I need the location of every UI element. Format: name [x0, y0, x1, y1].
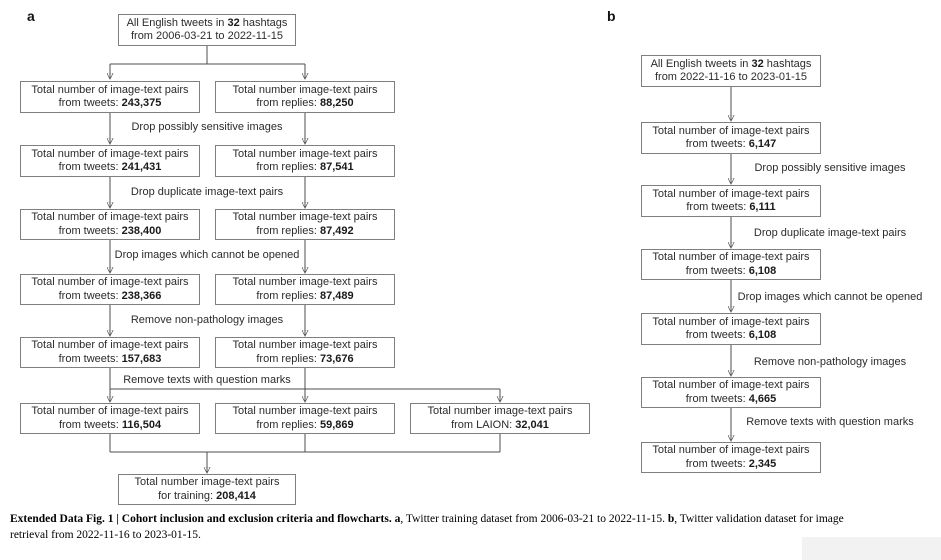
step-label-b-4: Remove non-pathology images — [753, 356, 907, 368]
box-line1: Total number of image-text pairs — [31, 211, 189, 223]
step-label-a-4: Remove non-pathology images — [130, 314, 284, 326]
box-line2: for training: 208,414 — [158, 489, 256, 502]
box-line1: Total number of image-text pairs — [652, 187, 810, 200]
box-line2: from tweets: 243,375 — [58, 97, 162, 109]
box-line1: All English tweets in 32 hashtags — [126, 16, 288, 29]
box-line2: from replies: 87,489 — [256, 289, 354, 302]
box-line2: from 2022-11-16 to 2023-01-15 — [654, 71, 808, 83]
box-line1: Total number image-text pairs — [134, 476, 280, 488]
caption-b-label: b — [667, 513, 675, 525]
box-line1: Total number image-text pairs — [232, 405, 378, 417]
step-label-a-3: Drop images which cannot be opened — [114, 249, 300, 261]
box-line1: Total number image-text pairs — [232, 211, 378, 223]
box-line2: from tweets: 116,504 — [58, 418, 162, 431]
box-line1: Total number of image-text pairs — [31, 147, 189, 160]
flow-box-a-tweets-3: Total number of image-text pairs from tw… — [20, 209, 200, 240]
step-label-a-1: Drop possibly sensitive images — [131, 121, 283, 133]
box-line2: from tweets: 2,345 — [685, 457, 777, 470]
box-line1: Total number image-text pairs — [232, 83, 378, 96]
flow-box-b-tweets-5: Total number of image-text pairs from tw… — [641, 377, 821, 408]
box-line2: from tweets: 6,111 — [686, 201, 776, 213]
box-line2: from replies: 59,869 — [256, 418, 354, 431]
box-line2: from tweets: 6,147 — [685, 138, 777, 150]
caption-a-label: a — [394, 513, 401, 525]
flow-box-b-tweets-1: Total number of image-text pairs from tw… — [641, 122, 821, 154]
box-line2: from replies: 87,541 — [256, 161, 354, 173]
box-line1: Total number of image-text pairs — [652, 251, 810, 263]
box-line2: from tweets: 6,108 — [685, 329, 777, 341]
box-line2: from replies: 73,676 — [256, 352, 354, 365]
box-line1: Total number of image-text pairs — [652, 379, 810, 391]
step-label-a-2: Drop duplicate image-text pairs — [130, 186, 284, 198]
box-line1: Total number of image-text pairs — [652, 124, 810, 137]
caption-b-text: , Twitter validation dataset for image r… — [10, 513, 844, 541]
box-line2: from tweets: 238,366 — [58, 289, 162, 302]
box-line1: Total number of image-text pairs — [31, 405, 189, 417]
box-line2: from replies: 87,492 — [256, 224, 354, 237]
box-line1: Total number of image-text pairs — [31, 339, 189, 351]
flow-box-a-tweets-4: Total number of image-text pairs from tw… — [20, 274, 200, 305]
flow-box-a-replies-2: Total number image-text pairs from repli… — [215, 145, 395, 177]
box-line1: Total number image-text pairs — [232, 147, 378, 160]
flow-box-a-tweets-1: Total number of image-text pairs from tw… — [20, 81, 200, 113]
box-line1: Total number image-text pairs — [232, 276, 378, 288]
box-line1: All English tweets in 32 hashtags — [650, 57, 812, 70]
flow-box-a-replies-5: Total number image-text pairs from repli… — [215, 337, 395, 368]
flow-box-b-source: All English tweets in 32 hashtags from 2… — [641, 55, 821, 87]
box-line2: from tweets: 157,683 — [58, 352, 162, 365]
box-line1: Total number of image-text pairs — [31, 83, 189, 96]
caption-a-text: , Twitter training dataset from 2006-03-… — [400, 513, 668, 525]
flow-box-a-replies-4: Total number image-text pairs from repli… — [215, 274, 395, 305]
flow-box-a-replies-3: Total number image-text pairs from repli… — [215, 209, 395, 240]
box-line2: from tweets: 238,400 — [58, 224, 162, 237]
flow-box-a-replies-6: Total number image-text pairs from repli… — [215, 403, 395, 434]
flow-box-a-source: All English tweets in 32 hashtags from 2… — [118, 14, 296, 46]
panel-b-label: b — [607, 8, 616, 24]
panel-a-label: a — [27, 8, 35, 24]
box-line2: from tweets: 241,431 — [58, 161, 162, 173]
box-line1: Total number image-text pairs — [232, 339, 378, 351]
flow-box-a-tweets-2: Total number of image-text pairs from tw… — [20, 145, 200, 177]
flow-box-a-tweets-6: Total number of image-text pairs from tw… — [20, 403, 200, 434]
box-line1: Total number image-text pairs — [427, 405, 573, 417]
box-line2: from LAION: 32,041 — [451, 418, 549, 431]
box-line1: Total number of image-text pairs — [31, 276, 189, 288]
step-label-b-3: Drop images which cannot be opened — [737, 291, 923, 303]
flow-box-b-tweets-3: Total number of image-text pairs from tw… — [641, 249, 821, 280]
flow-box-a-laion: Total number image-text pairs from LAION… — [410, 403, 590, 434]
flow-box-a-training: Total number image-text pairs for traini… — [118, 474, 296, 505]
box-line1: Total number of image-text pairs — [652, 444, 810, 456]
flow-box-a-tweets-5: Total number of image-text pairs from tw… — [20, 337, 200, 368]
figure-caption: Extended Data Fig. 1 | Cohort inclusion … — [10, 511, 882, 543]
flow-box-a-replies-1: Total number image-text pairs from repli… — [215, 81, 395, 113]
flow-box-b-tweets-6: Total number of image-text pairs from tw… — [641, 442, 821, 473]
box-line2: from tweets: 6,108 — [685, 264, 777, 277]
step-label-b-2: Drop duplicate image-text pairs — [753, 227, 907, 239]
box-line2: from tweets: 4,665 — [685, 392, 777, 405]
caption-title: Extended Data Fig. 1 | Cohort inclusion … — [10, 513, 395, 525]
bottom-right-shading — [802, 537, 941, 560]
box-line2: from 2006-03-21 to 2022-11-15 — [130, 30, 284, 42]
step-label-a-5: Remove texts with question marks — [123, 374, 291, 386]
flow-box-b-tweets-4: Total number of image-text pairs from tw… — [641, 313, 821, 345]
flow-box-b-tweets-2: Total number of image-text pairs from tw… — [641, 185, 821, 217]
box-line1: Total number of image-text pairs — [652, 315, 810, 328]
box-line2: from replies: 88,250 — [256, 97, 354, 109]
step-label-b-5: Remove texts with question marks — [746, 416, 914, 428]
step-label-b-1: Drop possibly sensitive images — [754, 162, 906, 174]
